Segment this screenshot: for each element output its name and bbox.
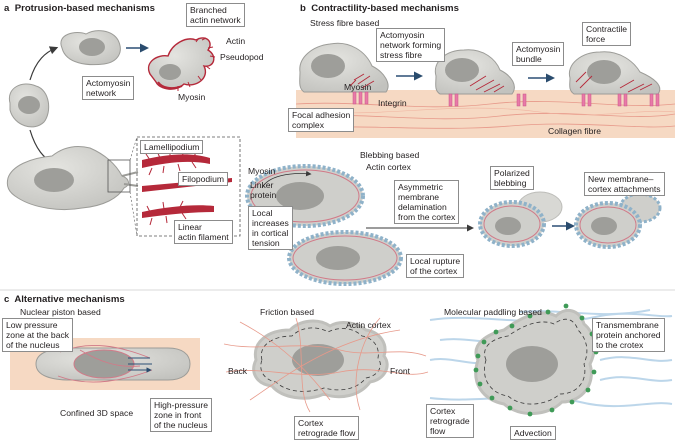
label-lamellipodium: Lamellipodium	[140, 140, 204, 154]
label-asymmetric: Asymmetric membrane delamination from th…	[394, 180, 460, 224]
friction-title: Friction based	[260, 307, 314, 317]
label-pseudopod: Pseudopod	[220, 52, 264, 62]
bleb-cell-reattached	[574, 192, 662, 249]
label-filopodium: Filopodium	[178, 172, 229, 186]
label-cortex-retrograde-flow-2: Cortex retrograde flow	[426, 404, 474, 438]
label-actomyosin-forming: Actomyosin network forming stress fibre	[376, 28, 446, 62]
label-collagen-fibre: Collagen fibre	[548, 126, 602, 136]
label-contractile-force: Contractile force	[582, 22, 632, 46]
nuclear-piston-title: Nuclear piston based	[20, 307, 101, 317]
label-actin-cortex-c: Actin cortex	[346, 320, 391, 330]
panel-c-heading: Alternative mechanisms	[14, 294, 125, 305]
label-actomyosin-network: Actomyosin network	[82, 76, 135, 100]
label-myosin-a: Myosin	[178, 92, 206, 102]
pseudopod-cell	[147, 37, 216, 91]
label-back: Back	[228, 366, 248, 376]
paddling-title: Molecular paddling based	[444, 307, 542, 317]
label-low-pressure: Low pressure zone at the back of the nuc…	[2, 318, 74, 352]
panel-a-letter: a	[4, 3, 10, 14]
label-myosin-b: Myosin	[344, 82, 372, 92]
panel-b-heading: Contractility-based mechanisms	[311, 3, 459, 14]
label-actin: Actin	[226, 36, 246, 46]
label-actin-cortex-b: Actin cortex	[366, 162, 411, 172]
label-confined-space: Confined 3D space	[60, 408, 134, 418]
label-actomyosin-bundle: Actomyosin bundle	[512, 42, 565, 66]
panel-c-title: c Alternative mechanisms	[4, 294, 125, 305]
label-high-pressure: High-pressure zone in front of the nucle…	[150, 398, 212, 432]
label-linker-protein: Linker protein	[250, 180, 277, 200]
label-advection: Advection	[510, 426, 556, 440]
bleb-cell-bottom	[287, 230, 403, 286]
label-linear-actin: Linear actin filament	[174, 220, 233, 244]
transmembrane-anchors	[473, 303, 599, 417]
label-local-increases: Local increases in cortical tension	[248, 206, 293, 250]
blebbing-title: Blebbing based	[360, 150, 420, 160]
label-transmembrane: Transmembrane protein anchored to the cr…	[592, 318, 665, 352]
label-focal-adhesion: Focal adhesion complex	[288, 108, 355, 132]
cell-a-bottom	[6, 145, 139, 211]
round-cell	[8, 83, 50, 128]
zoom-box-small	[107, 159, 131, 193]
label-front: Front	[390, 366, 411, 376]
label-myosin-bleb: Myosin	[248, 166, 276, 176]
label-integrin: Integrin	[378, 98, 407, 108]
panel-a-artwork	[6, 30, 241, 237]
panel-a-title: a Protrusion-based mechanisms	[4, 3, 155, 14]
label-cortex-retrograde-flow: Cortex retrograde flow	[294, 416, 360, 440]
label-new-membrane: New membrane– cortex attachments	[584, 172, 665, 196]
arrow-up	[29, 46, 59, 81]
cell-a-top	[60, 30, 121, 66]
panel-b-title: b Contractility-based mechanisms	[300, 3, 459, 14]
zoom-box-large	[136, 136, 241, 237]
bleb-cell-polarized	[478, 191, 563, 248]
label-branched-actin: Branched actin network	[186, 3, 245, 27]
panel-b-letter: b	[300, 3, 306, 14]
integrin-markers	[352, 91, 660, 107]
lamellipodium-zoom	[142, 148, 232, 226]
label-local-rupture: Local rupture of the cortex	[406, 254, 465, 278]
panel-b-stress-artwork	[295, 42, 675, 138]
panel-c-artwork	[10, 303, 673, 417]
label-polarized: Polarized blebbing	[490, 166, 534, 190]
stress-fibre-title: Stress fibre based	[310, 18, 380, 28]
panel-a-heading: Protrusion-based mechanisms	[14, 3, 155, 14]
panel-c-letter: c	[4, 294, 10, 305]
